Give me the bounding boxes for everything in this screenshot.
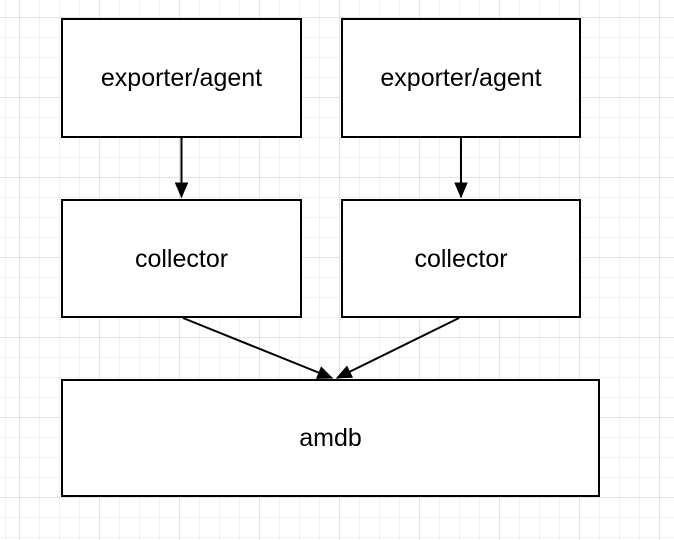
node-label: collector <box>134 244 229 273</box>
node-label: exporter/agent <box>380 64 542 92</box>
node-label: exporter/agent <box>100 64 263 92</box>
node-label: amdb <box>299 424 362 452</box>
node-label: collector <box>414 244 508 273</box>
edge-collector-1-to-amdb[interactable] <box>182 317 334 379</box>
node-collector-2[interactable]: collector <box>341 199 581 318</box>
node-exporter-agent-2[interactable]: exporter/agent <box>341 18 581 138</box>
node-collector-1[interactable]: collector <box>61 199 302 318</box>
node-amdb[interactable]: amdb <box>61 379 600 497</box>
node-exporter-agent-1[interactable]: exporter/agent <box>61 18 302 138</box>
edge-collector-2-to-amdb[interactable] <box>335 317 460 379</box>
